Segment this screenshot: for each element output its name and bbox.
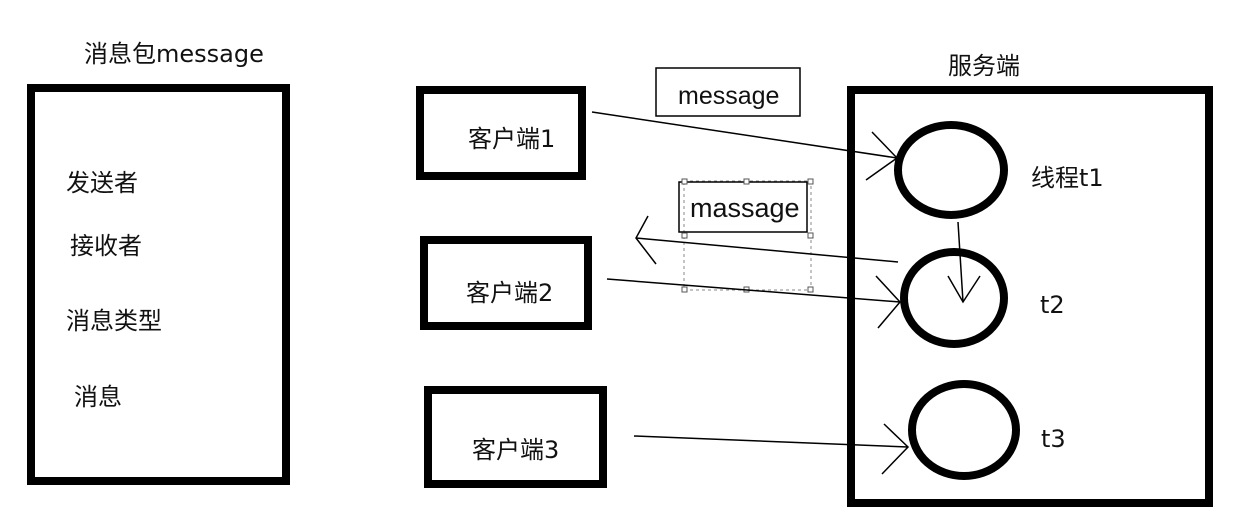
massage-label: massage: [690, 193, 800, 223]
arrow-t2-to-client2-head: [635, 215, 657, 265]
thread-t3-circle: [908, 380, 1020, 480]
field-message: 消息: [74, 383, 122, 411]
thread-t1-circle: [894, 121, 1008, 219]
arrow-t1-to-t2-head: [947, 275, 981, 304]
server-title: 服务端: [948, 52, 1020, 80]
message-label-box: [655, 67, 801, 117]
arrow-t2-to-client2: [635, 237, 899, 263]
client1-label: 客户端1: [468, 125, 556, 153]
server-box: [847, 86, 1213, 507]
client2-box: [420, 236, 592, 330]
massage-label-box: [678, 181, 808, 233]
thread-t2-label: t2: [1040, 291, 1065, 319]
arrow-client1-to-t1-head: [865, 131, 899, 181]
client3-label: 客户端3: [472, 436, 560, 464]
message-packet-title: 消息包message: [84, 40, 264, 68]
message-packet-box: [27, 84, 290, 485]
client3-box: [424, 386, 607, 488]
arrow-client3-to-t3-head: [881, 423, 910, 475]
thread-t3-label: t3: [1041, 425, 1066, 453]
message-label: message: [678, 82, 780, 110]
field-receiver: 接收者: [70, 232, 142, 260]
arrow-t1-to-t2: [957, 221, 964, 303]
field-sender: 发送者: [66, 169, 138, 197]
client1-box: [416, 86, 586, 180]
thread-t2-circle: [900, 248, 1008, 348]
arrow-client1-to-t1: [591, 111, 898, 159]
selection-handles: [681, 178, 814, 293]
arrow-client2-to-t2: [606, 278, 901, 303]
arrow-client3-to-t3: [633, 435, 909, 448]
client2-label: 客户端2: [466, 279, 554, 307]
thread-t1-label: 线程t1: [1031, 164, 1104, 192]
field-message-type: 消息类型: [66, 307, 162, 335]
arrow-client2-to-t2-head: [875, 275, 902, 329]
